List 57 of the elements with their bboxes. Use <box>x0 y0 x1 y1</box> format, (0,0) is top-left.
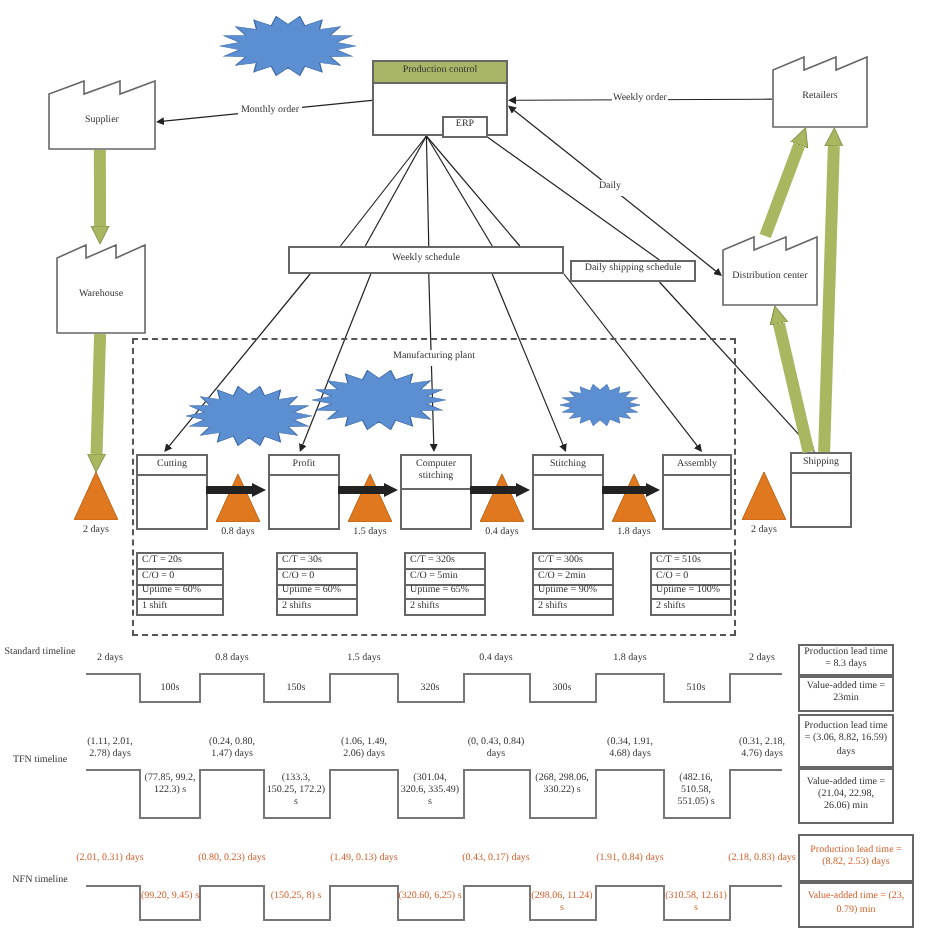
summary-box <box>798 834 914 882</box>
kaizen-burst <box>312 370 446 430</box>
data-box <box>276 552 358 616</box>
data-box <box>532 552 614 616</box>
kaizen-burst <box>220 16 356 76</box>
factory-box <box>56 244 146 334</box>
data-box <box>404 552 486 616</box>
kaizen-burst <box>560 384 640 426</box>
production-control-box <box>372 60 508 136</box>
inventory-triangle <box>74 472 118 520</box>
schedule-box <box>442 116 488 138</box>
process-box <box>268 454 340 530</box>
connector-line <box>425 135 521 247</box>
material-flow-arrow <box>818 127 844 453</box>
arrow <box>164 273 311 452</box>
summary-box <box>798 644 894 676</box>
summary-box <box>798 714 894 768</box>
factory-box <box>48 80 156 150</box>
summary-box <box>798 676 894 712</box>
inventory-triangle <box>480 474 524 522</box>
material-flow-arrow <box>769 305 815 454</box>
schedule-box <box>288 246 564 274</box>
arrow <box>563 273 702 452</box>
inventory-triangle <box>742 472 786 520</box>
data-box <box>136 552 224 616</box>
arrow <box>299 273 372 452</box>
factory-box <box>772 56 868 128</box>
summary-box <box>798 768 894 824</box>
process-box <box>400 454 472 530</box>
material-flow-arrow <box>87 333 107 473</box>
schedule-box <box>570 260 696 282</box>
process-box <box>662 454 732 530</box>
connector-line <box>425 135 430 247</box>
inventory-triangle <box>348 474 392 522</box>
inventory-triangle <box>216 474 260 522</box>
arrow <box>658 281 815 452</box>
inventory-triangle <box>612 474 656 522</box>
push-arrow <box>602 483 660 497</box>
plant-boundary <box>132 338 736 636</box>
summary-box <box>798 882 914 928</box>
push-arrow <box>338 483 398 497</box>
kaizen-burst <box>186 386 312 446</box>
data-box <box>650 552 732 616</box>
factory-box <box>722 236 818 306</box>
push-arrow <box>206 483 266 497</box>
material-flow-arrow <box>759 127 809 239</box>
push-arrow <box>470 483 530 497</box>
process-box <box>136 454 208 530</box>
process-box <box>790 452 852 528</box>
connector-line <box>425 135 493 247</box>
process-box <box>532 454 604 530</box>
connector-line <box>339 135 427 247</box>
connector-line <box>485 135 661 261</box>
arrow <box>491 273 567 452</box>
connector-line <box>364 135 427 247</box>
arrow <box>508 105 722 276</box>
arrow <box>428 273 438 452</box>
